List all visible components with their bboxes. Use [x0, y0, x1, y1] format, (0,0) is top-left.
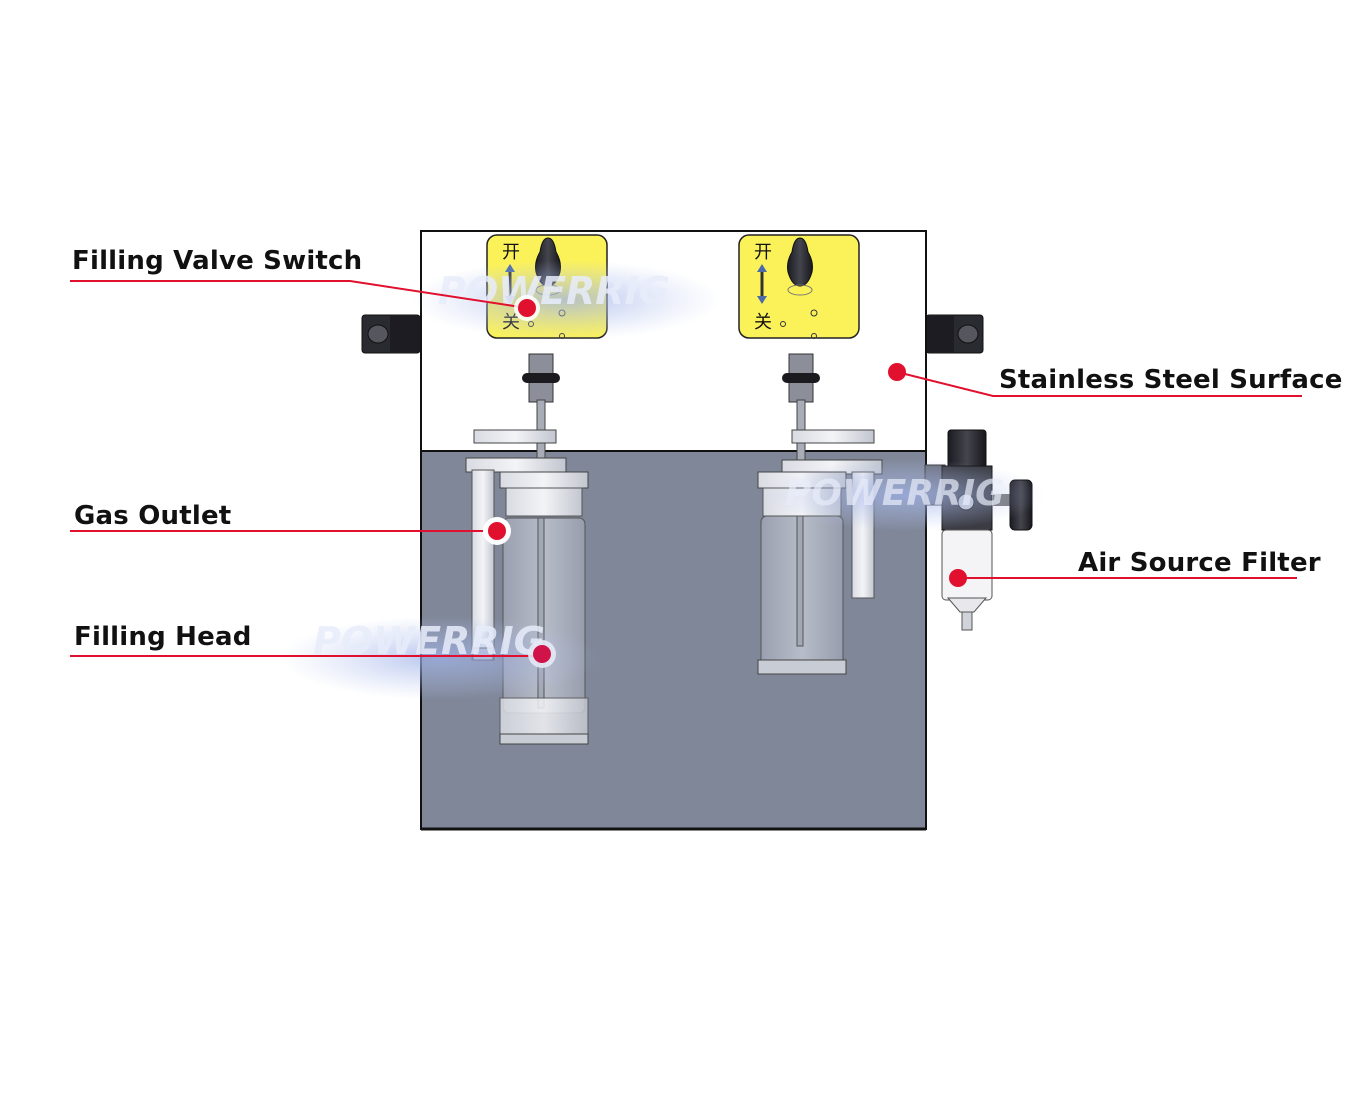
- callout-dot-filling-valve-switch[interactable]: [514, 295, 540, 321]
- watermark-text: POWERRIG: [438, 269, 670, 313]
- label-stainless-steel-surface: Stainless Steel Surface: [999, 365, 1343, 395]
- right-mount-bracket: [925, 314, 984, 354]
- callout-dot-air-source-filter[interactable]: [949, 569, 967, 587]
- callout-dot-stainless-steel-surface[interactable]: [888, 363, 906, 381]
- open-symbol-right: 开: [754, 242, 772, 263]
- callout-leaders: [70, 280, 1302, 657]
- watermark-2: POWERRIG: [765, 459, 1045, 531]
- air-source-filter-unit: [924, 429, 1033, 631]
- watermark-1: POWERRIG: [410, 260, 720, 340]
- label-gas-outlet: Gas Outlet: [74, 501, 232, 531]
- watermark-text: POWERRIG: [785, 473, 1005, 514]
- left-mount-bracket: [361, 314, 421, 354]
- leader-stainless-steel-surface: [896, 371, 1302, 397]
- label-filling-head: Filling Head: [74, 622, 252, 652]
- callout-dot-gas-outlet[interactable]: [483, 517, 511, 545]
- label-air-source-filter: Air Source Filter: [1078, 548, 1321, 578]
- open-symbol-left: 开: [502, 242, 520, 263]
- callout-dot-filling-head[interactable]: [528, 640, 556, 668]
- valve-switch-right[interactable]: [738, 234, 860, 339]
- label-filling-valve-switch: Filling Valve Switch: [72, 246, 363, 276]
- leader-filling-valve-switch: [70, 280, 528, 309]
- close-symbol-right: 关: [754, 312, 772, 333]
